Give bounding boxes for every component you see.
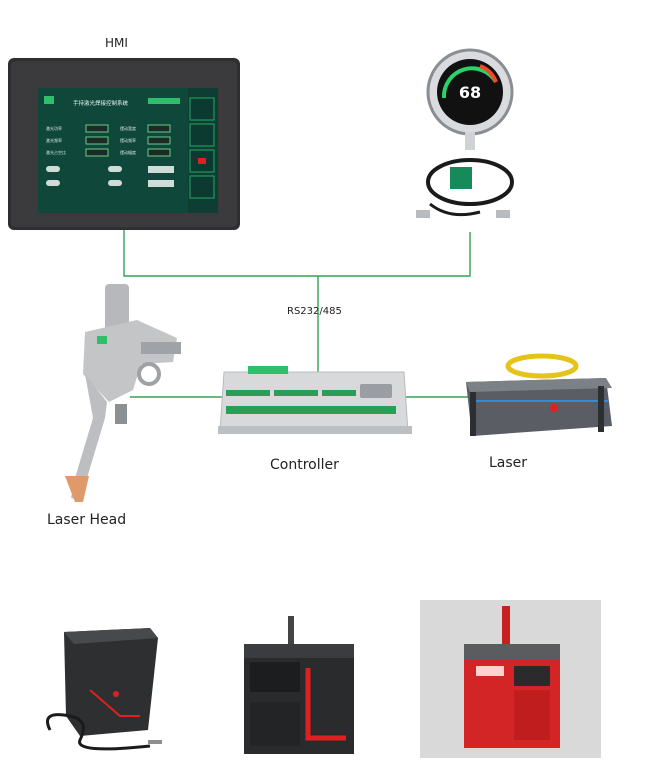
controller-label: Controller xyxy=(270,457,339,473)
svg-text:摆动幅度: 摆动幅度 xyxy=(120,149,136,155)
svg-text:激光功率: 激光功率 xyxy=(46,125,62,131)
hmi-wire xyxy=(123,230,318,277)
hmi-screen-title: 手持激光焊接控制系统 xyxy=(73,99,129,107)
gauge-wire xyxy=(318,232,471,277)
laser-label: Laser xyxy=(489,455,528,471)
laser-source xyxy=(466,353,612,436)
laser-head-label: Laser Head xyxy=(47,512,127,528)
cabinet-welder-dark xyxy=(244,616,354,754)
bus-label: RS232/485 xyxy=(287,306,342,317)
hmi-panel: 手持激光焊接控制系统 激光功率 激光频率 激光占空比 摆动宽度 摆动频率 摆动幅… xyxy=(8,58,240,230)
controller-unit xyxy=(218,366,412,434)
laser-head xyxy=(65,284,181,502)
gauge-readout: 68 xyxy=(459,83,481,102)
svg-text:激光占空比: 激光占空比 xyxy=(46,149,66,155)
portable-welder-black xyxy=(46,628,162,751)
hmi-label: HMI xyxy=(105,36,128,50)
svg-text:激光频率: 激光频率 xyxy=(46,137,62,143)
svg-text:摆动宽度: 摆动宽度 xyxy=(120,125,136,131)
svg-text:摆动频率: 摆动频率 xyxy=(120,137,136,143)
cabinet-welder-red xyxy=(464,606,560,748)
gauge-display: 68 xyxy=(416,48,514,218)
